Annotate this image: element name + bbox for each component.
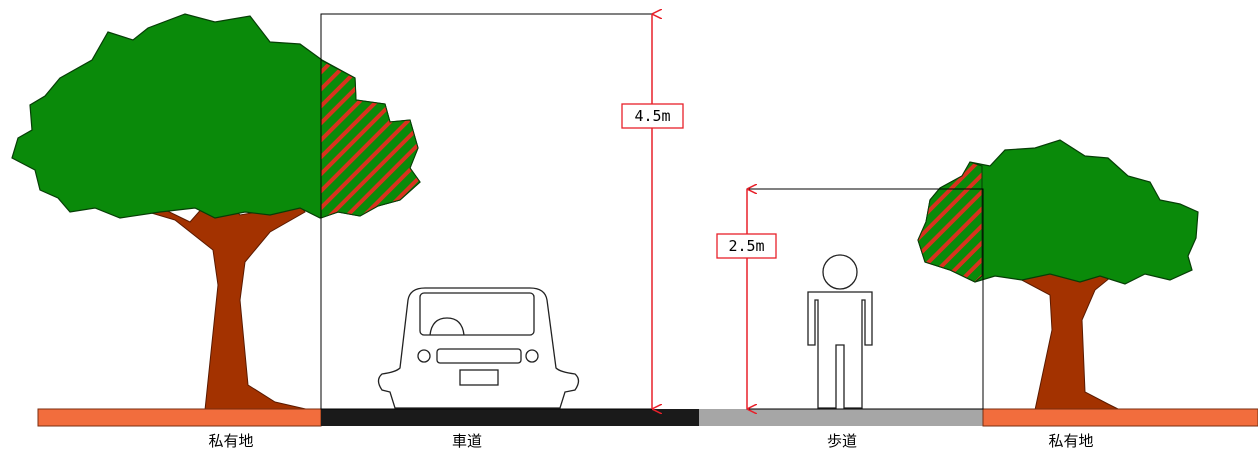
private-land-right — [982, 408, 1258, 427]
dimension-roadway: 4.5m — [621, 14, 684, 409]
private-land-left — [37, 408, 322, 427]
roadway-surface — [321, 409, 699, 426]
roadway-label: 車道 — [452, 432, 482, 450]
pedestrian-icon — [807, 254, 873, 409]
roadway-clearance-label: 4.5m — [634, 107, 670, 125]
tree-icon — [11, 13, 421, 411]
sidewalk-clearance-label: 2.5m — [728, 237, 764, 255]
left-tree-trunk — [147, 199, 311, 411]
left-tree-overhang — [320, 59, 421, 219]
private-land-right-label: 私有地 — [1048, 432, 1093, 450]
right-tree-overhang — [917, 161, 983, 283]
tree-icon — [917, 139, 1199, 411]
dimension-sidewalk: 2.5m — [716, 189, 777, 409]
right-tree-trunk — [999, 261, 1123, 411]
sidewalk-surface — [699, 409, 983, 426]
car-icon — [377, 287, 580, 409]
sidewalk-label: 歩道 — [827, 432, 857, 450]
ground — [37, 408, 1258, 427]
private-land-left-label: 私有地 — [208, 432, 253, 450]
